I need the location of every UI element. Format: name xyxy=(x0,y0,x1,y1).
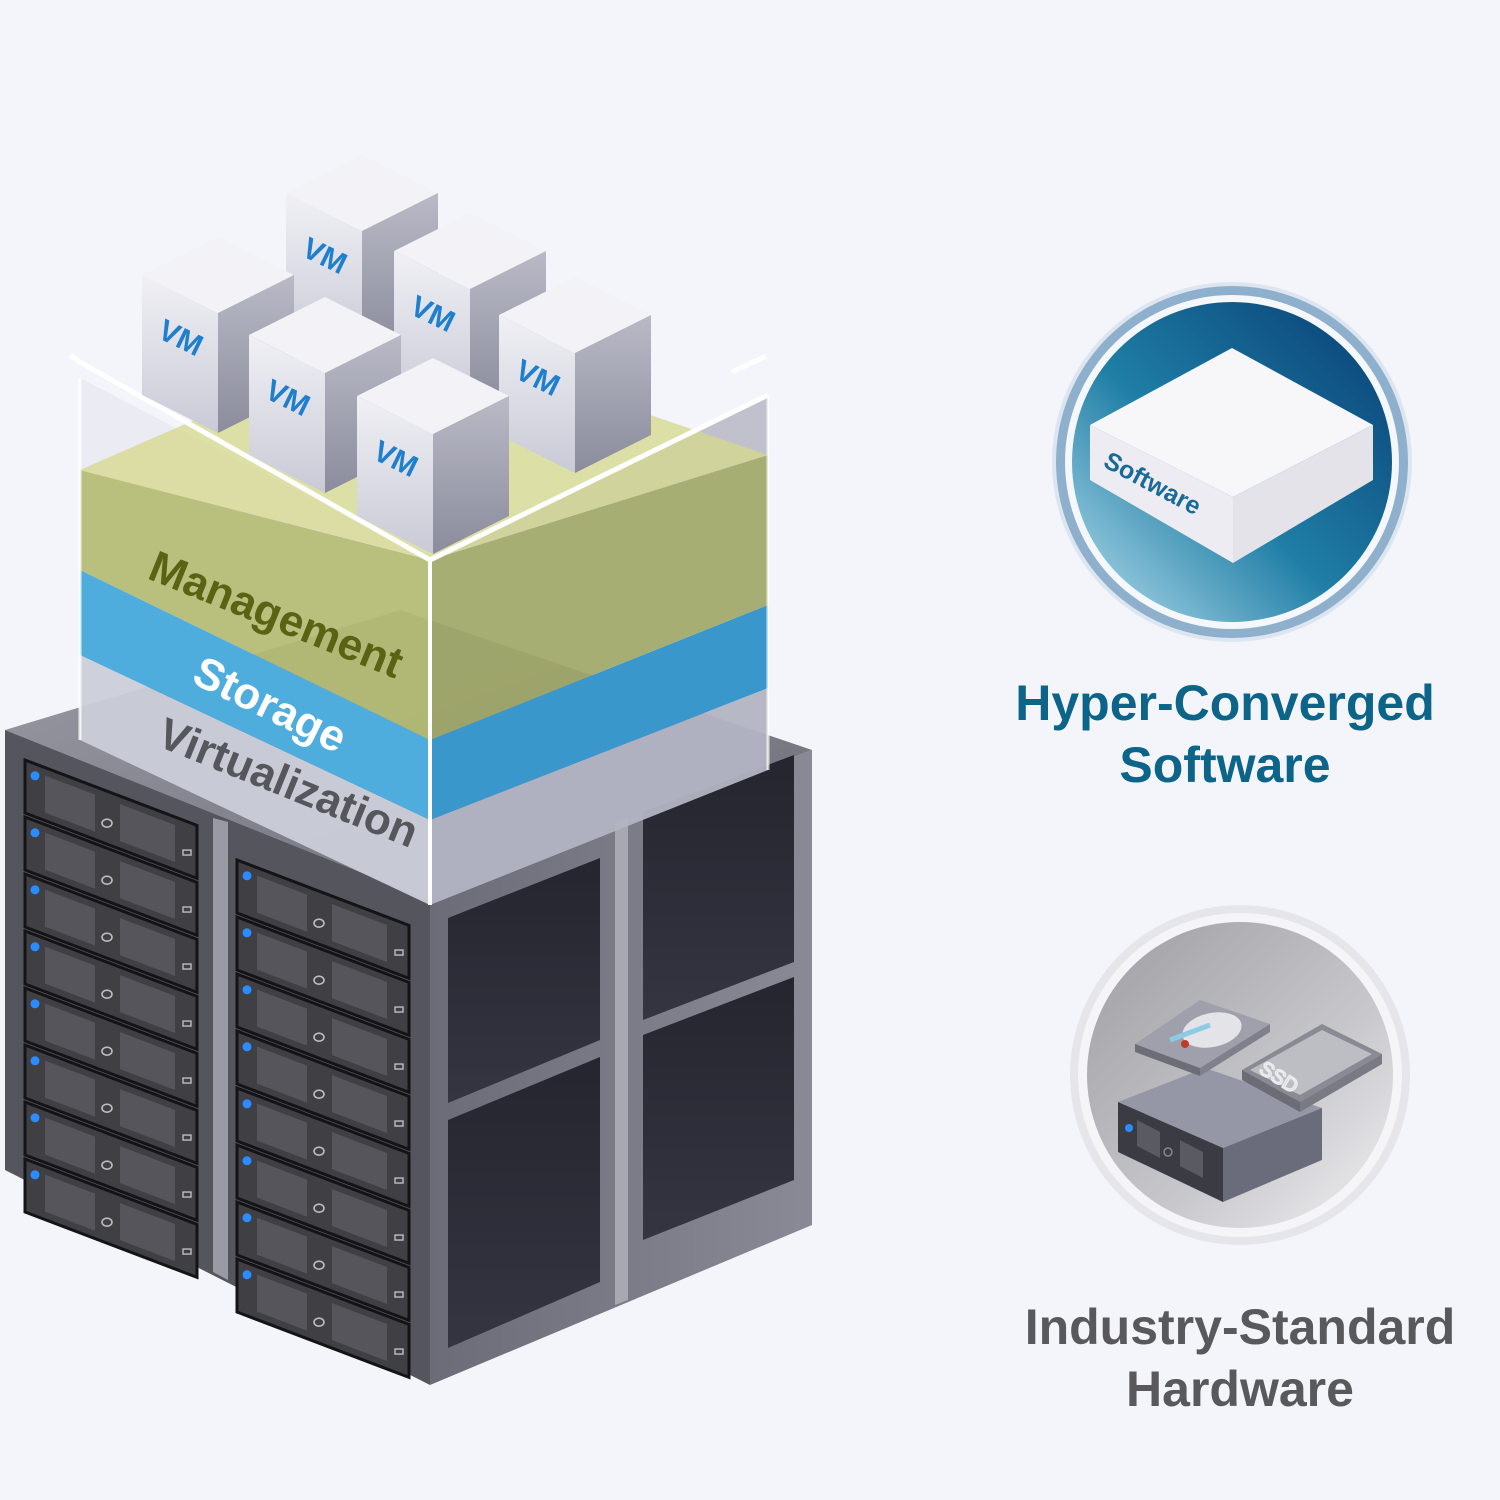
status-led xyxy=(30,1170,40,1180)
server-unit xyxy=(23,871,199,995)
status-led xyxy=(30,1113,40,1123)
caption-line-1: Industry-Standard xyxy=(1024,1299,1456,1355)
server-led xyxy=(1125,1124,1133,1132)
status-led xyxy=(30,885,40,895)
layer-storage-side xyxy=(430,605,768,820)
vm-cube: VM xyxy=(357,358,509,554)
server-hdd-ssd-icon: SSD xyxy=(1118,1000,1382,1202)
rack-middle xyxy=(235,857,411,1380)
status-led xyxy=(242,928,252,938)
server-unit xyxy=(23,1042,199,1166)
side-panel xyxy=(448,858,600,1103)
server-unit xyxy=(23,985,199,1109)
status-led xyxy=(30,999,40,1009)
server-unit xyxy=(23,1156,199,1280)
software-badge: Software xyxy=(1052,282,1412,642)
hardware-badge: SSD xyxy=(1070,905,1410,1245)
side-panel xyxy=(643,977,794,1240)
server-unit xyxy=(23,1099,199,1223)
side-panel xyxy=(643,755,794,1020)
caption-line-2: Hardware xyxy=(1126,1361,1354,1417)
ssd-icon: SSD xyxy=(1242,1024,1382,1112)
rack-left xyxy=(23,757,199,1280)
server-unit xyxy=(235,1028,411,1152)
server-unit xyxy=(235,914,411,1038)
server-unit xyxy=(23,814,199,938)
server-unit xyxy=(235,1085,411,1209)
status-led xyxy=(30,942,40,952)
server-unit xyxy=(235,971,411,1095)
status-led xyxy=(242,1270,252,1280)
layer-virtualization-side xyxy=(430,688,768,905)
status-led xyxy=(30,771,40,781)
server-unit xyxy=(235,1142,411,1266)
server-unit xyxy=(235,1199,411,1323)
status-led xyxy=(242,1042,252,1052)
industry-standard-hardware-caption: Industry-Standard Hardware xyxy=(985,1296,1495,1420)
layer-virtualization-front xyxy=(80,655,430,905)
status-led xyxy=(242,1099,252,1109)
status-led xyxy=(242,985,252,995)
side-panel xyxy=(448,1057,600,1348)
status-led xyxy=(242,1213,252,1223)
status-led xyxy=(242,871,252,881)
caption-line-2: Software xyxy=(1119,737,1331,793)
server-unit xyxy=(23,757,199,881)
vm-cube: VM xyxy=(499,277,651,473)
software-box-icon: Software xyxy=(1090,348,1373,563)
server-unit xyxy=(235,1256,411,1380)
caption-line-1: Hyper-Converged xyxy=(1015,675,1435,731)
status-led xyxy=(242,1156,252,1166)
status-led xyxy=(30,828,40,838)
hyper-converged-software-caption: Hyper-Converged Software xyxy=(975,672,1475,796)
server-unit xyxy=(235,857,411,981)
status-led xyxy=(30,1056,40,1066)
layer-storage-front xyxy=(80,570,430,820)
hdd-icon xyxy=(1135,1000,1270,1076)
layer-management-side xyxy=(430,455,768,740)
server-unit xyxy=(23,928,199,1052)
